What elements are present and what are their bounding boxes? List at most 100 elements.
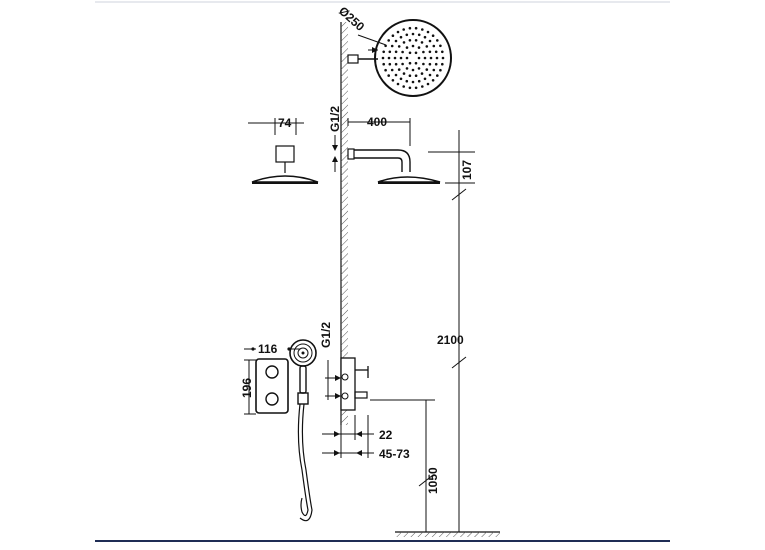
label-valve-depth: 22: [379, 428, 393, 442]
nozzle-dot: [411, 32, 415, 36]
nozzle-dot: [405, 33, 409, 37]
shower-head-small-icon: [251, 145, 319, 184]
nozzle-dot: [439, 68, 442, 72]
nozzle-dot: [428, 50, 432, 54]
nozzle-dot: [399, 56, 403, 60]
nozzle-dot: [426, 30, 430, 34]
nozzle-dot: [405, 46, 409, 49]
nozzle-dot: [408, 39, 412, 42]
label-arm-length: 400: [367, 115, 387, 129]
nozzle-dot: [414, 26, 418, 30]
nozzle-dot: [408, 86, 412, 90]
nozzle-dot: [421, 85, 424, 88]
nozzle-dot: [408, 51, 412, 55]
nozzle-dot: [432, 44, 436, 48]
nozzle-dot: [414, 86, 418, 90]
nozzle-dot: [394, 39, 398, 43]
label-plate-height: 196: [240, 378, 254, 398]
nozzle-dot: [423, 56, 427, 60]
nozzle-dot: [411, 68, 415, 72]
floor: [395, 531, 500, 537]
nozzle-dot: [387, 74, 391, 77]
nozzle-dot: [390, 68, 394, 72]
nozzle-dot: [428, 62, 432, 66]
nozzle-dot: [429, 56, 433, 60]
label-valve-range: 45-73: [379, 447, 410, 461]
nozzle-dot: [391, 79, 395, 82]
nozzle-dot: [402, 72, 406, 75]
nozzle-dot: [405, 79, 409, 83]
nozzle-dot: [388, 50, 392, 54]
dim-thread-top: [332, 135, 338, 172]
nozzle-dot: [397, 45, 401, 48]
nozzle-dot: [414, 61, 418, 65]
nozzle-dot: [402, 85, 406, 88]
nozzle-dot: [396, 30, 400, 34]
nozzle-dot: [420, 41, 424, 44]
nozzle-dot: [426, 82, 430, 86]
nozzle-dot: [417, 33, 421, 37]
nozzle-dot: [434, 50, 438, 54]
nozzle-dot: [393, 56, 397, 60]
nozzle-dot: [411, 44, 415, 48]
nozzle-dot: [402, 41, 406, 44]
label-arm-drop: 107: [460, 160, 474, 180]
nozzle-dot: [391, 34, 395, 37]
shower-head-side-icon: [377, 176, 441, 184]
nozzle-dot: [399, 77, 403, 81]
nozzle-dot: [387, 39, 391, 42]
hose-icon: [297, 403, 313, 522]
nozzle-dot: [441, 56, 445, 60]
label-valve-height: 1050: [426, 467, 440, 494]
nozzle-dot: [414, 39, 418, 42]
nozzle-dot: [441, 50, 444, 54]
nozzle-dot: [408, 26, 412, 30]
shower-arm-icon: [347, 148, 411, 172]
nozzle-dot: [382, 50, 386, 54]
nozzle-dot: [388, 62, 392, 66]
nozzle-dot: [408, 74, 412, 77]
nozzle-dot: [411, 80, 415, 84]
nozzle-dot: [423, 77, 427, 81]
label-thread-top: G1/2: [328, 106, 342, 132]
nozzle-dot: [396, 82, 400, 86]
nozzle-dot: [421, 28, 424, 31]
nozzle-dot: [423, 35, 427, 39]
thermostatic-valve-icon: [255, 358, 289, 414]
nozzle-dot: [394, 73, 398, 77]
hand-shower-icon: [289, 339, 317, 394]
nozzle-dot: [382, 62, 386, 66]
nozzle-dot: [436, 39, 439, 42]
nozzle-dot: [408, 61, 412, 65]
label-head-width: 74: [278, 116, 292, 130]
nozzle-dot: [405, 67, 409, 70]
nozzle-dot: [435, 56, 439, 60]
nozzle-dot: [417, 56, 421, 60]
nozzle-dot: [387, 56, 391, 60]
nozzle-dot: [417, 46, 421, 49]
label-plate-width: 116: [258, 342, 278, 356]
nozzle-dot: [425, 68, 429, 71]
nozzle-dot: [390, 44, 394, 48]
nozzle-dot: [401, 50, 404, 54]
nozzle-dot: [431, 34, 435, 37]
nozzle-dot: [414, 51, 418, 55]
nozzle-dot: [428, 39, 432, 43]
dim-thread-valve: [325, 360, 341, 400]
nozzle-dot: [425, 45, 429, 48]
wall-bracket-icon: [297, 392, 309, 405]
nozzle-dot: [381, 56, 385, 60]
nozzle-dot: [414, 74, 418, 77]
dim-head-width: [248, 118, 304, 135]
nozzle-dot: [439, 44, 442, 48]
dim-valve-range: [322, 415, 374, 458]
dim-plate-height: [244, 359, 256, 415]
wall-valve-side-icon: [340, 357, 369, 411]
nozzle-dot: [417, 79, 421, 83]
nozzle-dot: [402, 28, 406, 31]
nozzle-dot: [394, 50, 398, 54]
nozzle-dot: [436, 74, 439, 77]
dim-arm-length: [347, 118, 411, 146]
